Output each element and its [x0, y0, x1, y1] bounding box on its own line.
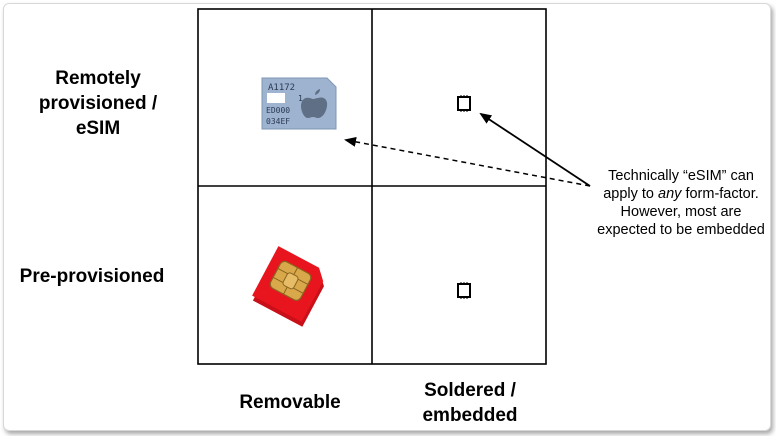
svg-text:034EF: 034EF: [266, 117, 290, 126]
annotation-note: Technically “eSIM” can apply to any form…: [597, 168, 765, 238]
dashed-arrow-to-removable-esim: [344, 136, 591, 187]
column-label-removable: Removable: [239, 392, 341, 413]
embedded-chip-icon: [457, 282, 471, 299]
apple-sim-card-icon: A1172 1 ED000 034EF: [261, 77, 337, 130]
svg-text:1: 1: [298, 94, 303, 103]
slide-frame: [3, 3, 771, 431]
apple-logo-icon: [301, 89, 328, 118]
embedded-chip-icon: [457, 95, 471, 112]
svg-text:ED000: ED000: [266, 106, 290, 115]
row-label-remotely-provisioned: Remotely provisioned / eSIM: [38, 68, 158, 139]
column-label-soldered-embedded: Soldered / embedded: [422, 380, 518, 426]
row-label-pre-provisioned: Pre-provisioned: [19, 266, 165, 287]
solid-arrow-to-embedded-esim: [479, 112, 591, 187]
svg-text:A1172: A1172: [268, 83, 295, 93]
sim-card-icon: [252, 246, 324, 327]
